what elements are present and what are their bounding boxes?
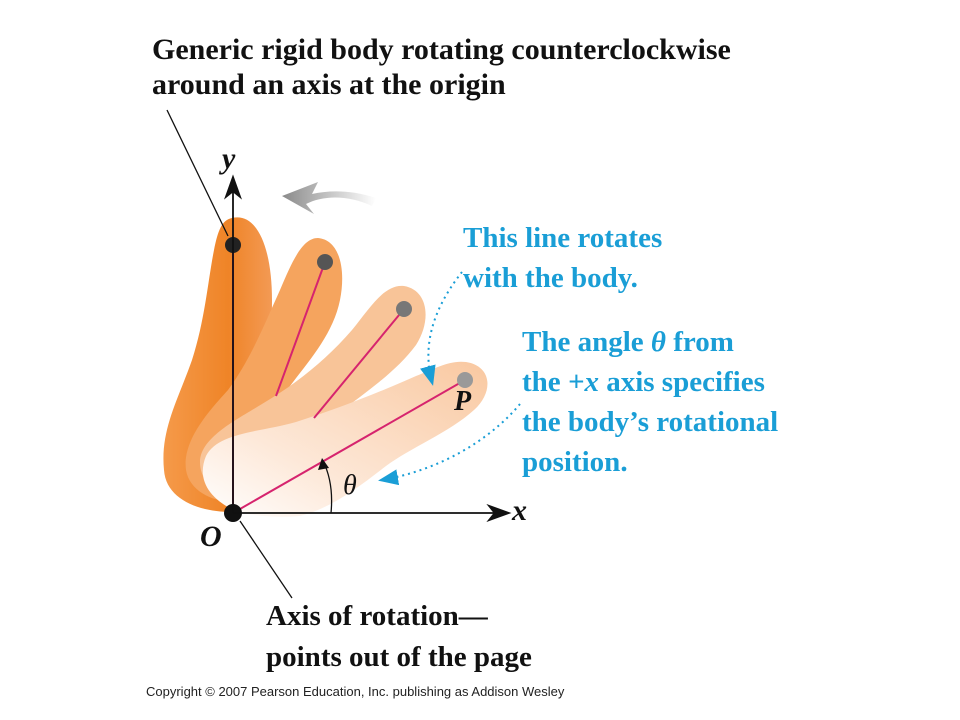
reference-line-4	[232, 379, 466, 514]
copyright-notice: Copyright © 2007 Pearson Education, Inc.…	[146, 684, 565, 699]
angle-note-line-3: the body’s rotational	[522, 406, 779, 439]
title-line-1: Generic rigid body rotating counterclock…	[152, 33, 731, 66]
rigid-body-positions	[163, 217, 488, 517]
reference-line-3	[313, 308, 405, 419]
diagram-title: Generic rigid body rotating counterclock…	[152, 32, 872, 102]
reference-line-2	[275, 261, 326, 397]
angle-note-line-1: The angle θ from	[522, 322, 778, 362]
angle-note-text: from	[665, 326, 734, 358]
plus-x-axis-symbol: +x	[567, 366, 599, 399]
theta-label: θ	[343, 470, 357, 501]
point-p	[457, 372, 473, 388]
point-p-label: P	[454, 386, 472, 417]
line-rotates-pointer	[420, 271, 463, 386]
angle-note-text: the	[522, 366, 568, 399]
axis-leader-line	[239, 520, 293, 599]
angle-note-text: The angle	[522, 326, 651, 358]
rotation-arrow-icon	[282, 182, 376, 214]
rotating-line-note: This line rotates with the body.	[463, 218, 662, 298]
angle-note: The angle θ from the +x axis specifies t…	[522, 322, 778, 482]
title-line-2: around an axis at the origin	[152, 68, 506, 102]
x-axis-label: x	[512, 494, 527, 527]
theta-symbol: θ	[650, 326, 666, 358]
axis-of-rotation-caption: Axis of rotation— points out of the page	[266, 596, 532, 677]
axis-caption-line-1: Axis of rotation—	[266, 600, 488, 632]
title-leader-line	[166, 109, 229, 237]
angle-note-text: axis specifies	[598, 366, 765, 399]
angle-arc-arrowhead	[318, 458, 329, 470]
body-position-1-pale	[202, 361, 488, 517]
origin-label: O	[200, 520, 222, 553]
point-2	[317, 254, 333, 270]
y-axis-label: y	[222, 142, 236, 175]
angle-note-line-4: position.	[522, 446, 628, 479]
axis-caption-line-2: points out of the page	[266, 640, 532, 673]
rotating-line-note-line-1: This line rotates	[463, 222, 663, 254]
points	[224, 237, 473, 522]
angle-note-line-2: the +x axis specifies	[522, 362, 778, 402]
point-3	[396, 301, 412, 317]
rotating-line-note-line-2: with the body.	[463, 262, 638, 295]
